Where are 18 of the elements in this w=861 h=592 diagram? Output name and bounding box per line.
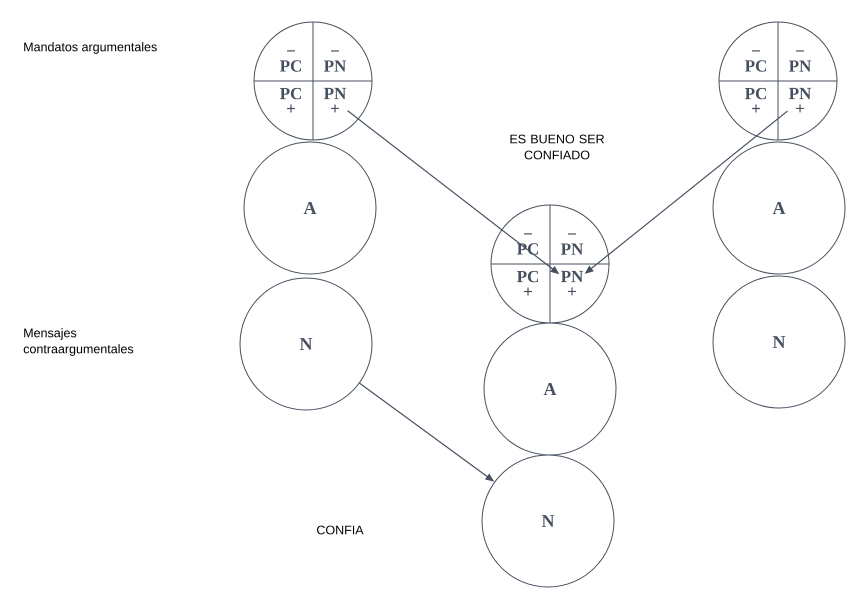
quadrant-circle bbox=[718, 22, 838, 140]
quadrant-label: PN + bbox=[560, 270, 584, 296]
quadrant-circle bbox=[490, 204, 610, 324]
quadrant-circle bbox=[254, 22, 372, 140]
caption-text: CONFIA bbox=[317, 526, 364, 534]
caption-text: Mandatos argumentales bbox=[24, 42, 157, 54]
quadrant-label: − PC bbox=[280, 50, 302, 72]
caption-text: ES BUENO SER CONFIADO bbox=[510, 134, 604, 160]
quadrant-label: − PN bbox=[788, 50, 812, 72]
quadrant-label: PC + bbox=[516, 270, 538, 296]
quadrant-label: PC + bbox=[280, 88, 302, 112]
quadrant-label: − PN bbox=[560, 233, 584, 255]
quadrant-label: PN + bbox=[324, 88, 346, 112]
quadrant-label: − PN bbox=[324, 50, 346, 72]
quadrant-label: PN + bbox=[788, 88, 812, 112]
quadrant-label: − PC bbox=[744, 50, 766, 72]
caption-text: Mensajes contraargumentales bbox=[24, 328, 134, 356]
quadrant-label: PC + bbox=[744, 88, 766, 112]
